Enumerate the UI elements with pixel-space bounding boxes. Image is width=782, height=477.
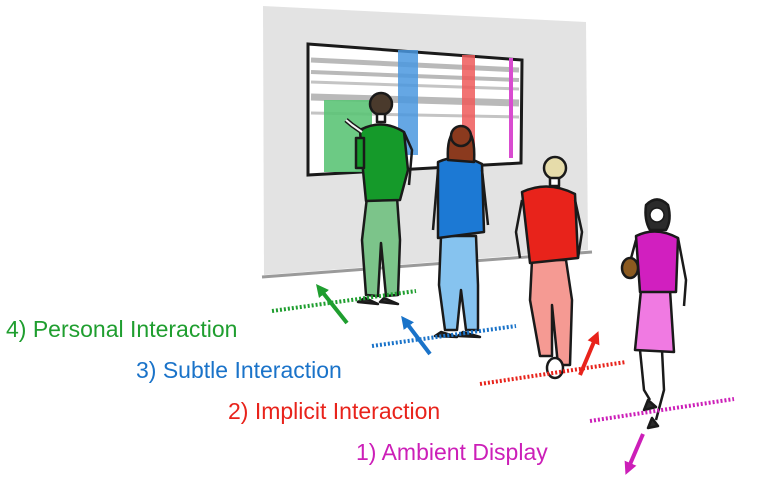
zone-line-subtle	[371, 324, 517, 348]
person-subtle-interaction	[431, 124, 490, 339]
arrow-personal	[316, 283, 349, 325]
zone-label-personal-interaction: 4) Personal Interaction	[6, 316, 238, 342]
direction-arrows	[316, 283, 645, 475]
zone-line-implicit	[479, 360, 627, 386]
person-ambient-display	[620, 198, 688, 430]
zone-label-subtle-interaction: 3) Subtle Interaction	[136, 357, 342, 383]
arrow-implicit	[578, 331, 600, 376]
zone-label-implicit-interaction: 2) Implicit Interaction	[228, 398, 441, 424]
zone-line-ambient	[589, 397, 735, 423]
screen-highlight-magenta	[509, 58, 513, 158]
screen-highlight-blue	[398, 50, 418, 155]
zone-label-ambient-display: 1) Ambient Display	[356, 439, 548, 465]
large-display-screen	[306, 42, 524, 177]
arrow-ambient	[624, 433, 645, 475]
person-implicit-interaction	[514, 155, 584, 380]
arrow-subtle	[401, 315, 432, 356]
person-personal-interaction	[344, 91, 414, 306]
zone-lines	[271, 289, 735, 423]
zone-line-personal	[271, 289, 417, 313]
